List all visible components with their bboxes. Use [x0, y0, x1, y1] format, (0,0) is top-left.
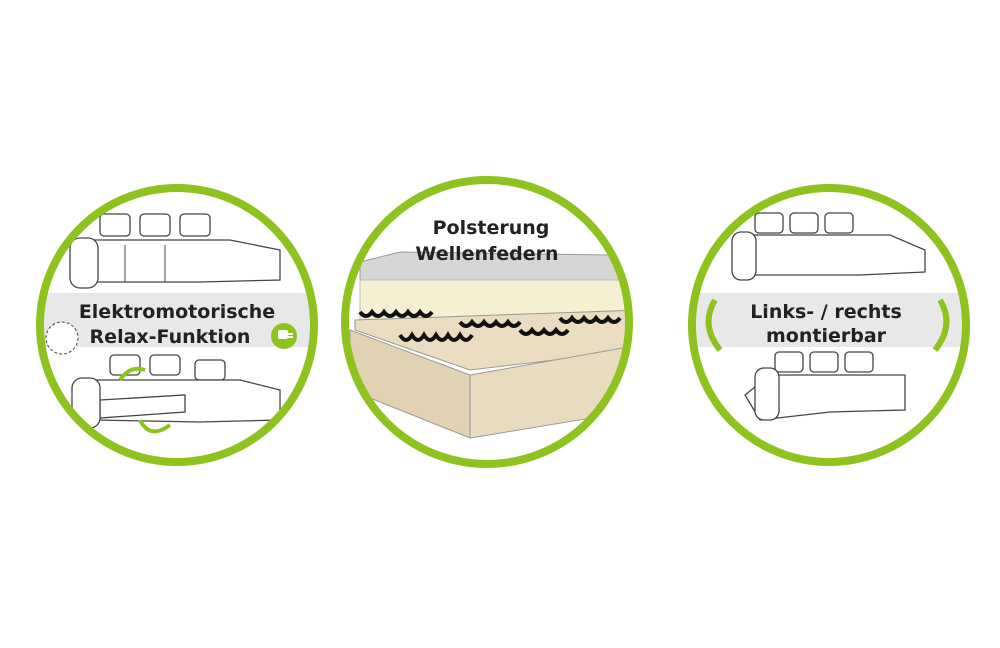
- feature-title-line1: Elektromotorische: [79, 301, 275, 323]
- feature-relax-function: Elektromotorische Relax-Funktion: [36, 184, 318, 466]
- recline-arrow-icon: [118, 366, 146, 382]
- ring: [688, 184, 970, 466]
- feature-title-line2: Relax-Funktion: [90, 326, 251, 348]
- feature-wave-springs: Polsterung Wellenfedern: [341, 176, 633, 468]
- sofa-reclined-illustration: [71, 354, 281, 429]
- feature-title-line1: Polsterung: [433, 217, 550, 239]
- sofa-right-illustration: [731, 212, 926, 281]
- swap-arrows-icon: [705, 298, 723, 352]
- plug-icon: [271, 323, 297, 349]
- recline-arrow-icon: [138, 419, 172, 434]
- sofa-left-illustration: [744, 351, 906, 421]
- feature-title-line2: Wellenfedern: [415, 243, 558, 265]
- ring: [341, 176, 633, 468]
- feature-title-line1: Links- / rechts: [750, 301, 902, 323]
- label-band: [695, 293, 963, 347]
- feature-reversible: Links- / rechts montierbar: [688, 184, 970, 466]
- sofa-upright-illustration: [69, 213, 281, 289]
- switch-detail-icon: [45, 321, 79, 355]
- feature-title-line2: montierbar: [766, 325, 887, 347]
- swap-arrows-icon: [932, 298, 950, 352]
- label-band: [43, 293, 311, 347]
- wave-spring-icon: [358, 308, 622, 342]
- ring: [36, 184, 318, 466]
